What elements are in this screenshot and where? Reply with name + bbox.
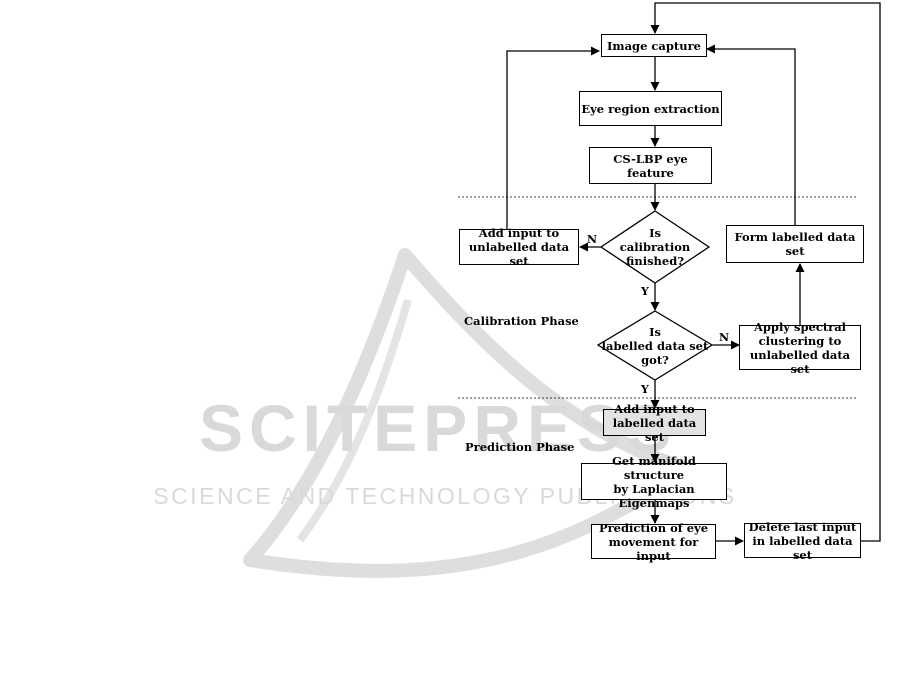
yes-label-decision2: Y	[641, 383, 649, 396]
yes-label-decision1: Y	[641, 285, 649, 298]
spectral-clustering-box: Apply spectral clustering to unlabelled …	[739, 320, 861, 376]
form-labelled-box: Form labelled data set	[726, 225, 864, 263]
image-capture-box: Image capture	[601, 34, 707, 57]
no-label-decision2: N	[719, 331, 730, 344]
arrow-delete-loop	[650, 2, 881, 542]
add-labelled-box: Add input to labelled data set	[603, 402, 706, 444]
prediction-phase-label: Prediction Phase	[465, 440, 575, 454]
watermark-swoosh	[243, 248, 697, 578]
cslbp-feature-box: CS-LBP eye feature	[589, 147, 712, 184]
arrow-form-loop	[706, 44, 796, 225]
prediction-box: Prediction of eye movement for input	[591, 521, 716, 563]
arrow-unlabelled-loop	[506, 46, 600, 229]
eye-region-extraction-box: Eye region extraction	[579, 91, 722, 126]
manifold-structure-box: Get manifold structure by Laplacian Eige…	[581, 454, 727, 510]
calibration-phase-label: Calibration Phase	[464, 314, 579, 328]
labelled-set-got-text: Is labelled data set got?	[601, 325, 709, 367]
watermark: SCITEPRESS SCIENCE AND TECHNOLOGY PUBLIC…	[153, 248, 734, 578]
no-label-decision1: N	[587, 233, 598, 246]
calibration-finished-text: Is calibration finished?	[619, 226, 691, 268]
delete-last-input-box: Delete last input in labelled data set	[744, 520, 861, 562]
watermark-title: SCITEPRESS	[199, 391, 677, 465]
add-unlabelled-box: Add input to unlabelled data set	[459, 226, 579, 268]
